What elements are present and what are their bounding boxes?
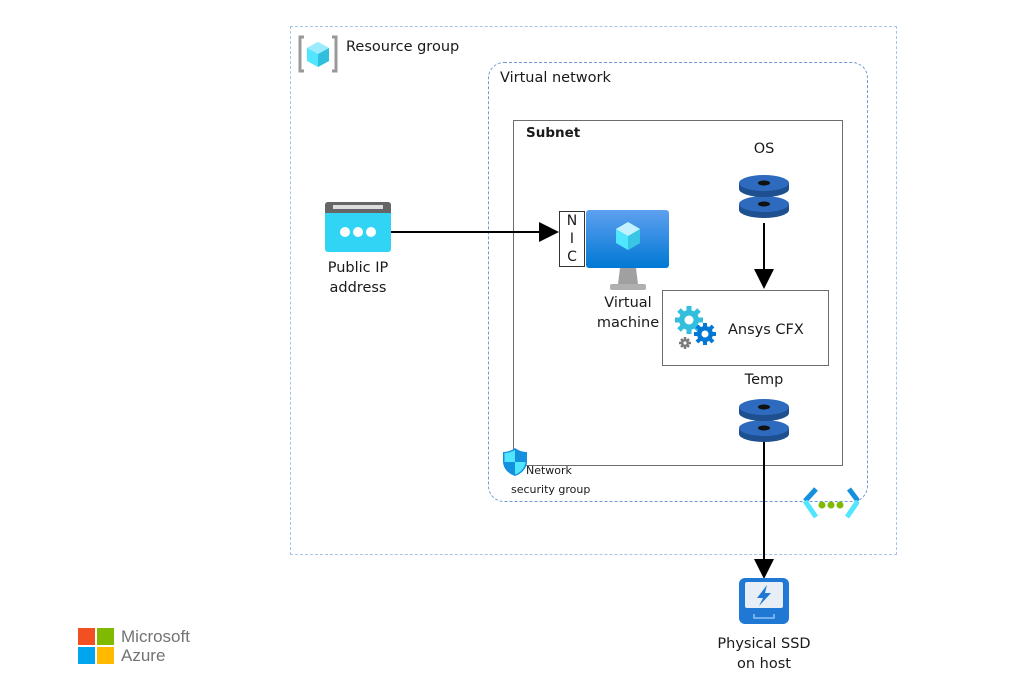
ansys-cfx-label: Ansys CFX — [728, 322, 804, 338]
branding-line1: Microsoft — [121, 627, 190, 646]
subnet-boundary — [513, 120, 843, 466]
virtual-network-label: Virtual network — [500, 70, 611, 86]
ssd-label-line1: Physical SSD — [717, 636, 811, 652]
shield-icon — [503, 448, 527, 476]
resource-group-label: Resource group — [346, 39, 460, 55]
os-disk-icon[interactable] — [737, 172, 791, 218]
microsoft-logo-icon — [78, 628, 114, 664]
virtual-machine-label: Virtual machine — [590, 293, 666, 333]
virtual-network-icon — [803, 487, 859, 519]
ssd-label: Physical SSD on host — [704, 634, 824, 674]
nsg-label-line1: Network — [526, 464, 572, 477]
branding-text: Microsoft Azure — [121, 627, 190, 665]
nic-letter: I — [569, 231, 575, 247]
nsg-label-line2: security group — [511, 483, 591, 496]
public-ip-label-line1: Public IP — [327, 260, 389, 276]
nic-letter: C — [567, 249, 577, 265]
gears-icon — [675, 306, 716, 349]
resource-group-boundary — [290, 26, 897, 555]
public-ip-label: Public IP address — [318, 258, 398, 298]
temp-disk-icon[interactable] — [737, 396, 791, 442]
nic-letter: N — [566, 213, 578, 229]
public-ip-icon[interactable] — [325, 202, 391, 252]
branding-line2: Azure — [121, 646, 166, 665]
virtual-machine-label-line2: machine — [596, 315, 660, 331]
ssd-label-line2: on host — [737, 656, 791, 672]
public-ip-label-line2: address — [329, 280, 387, 296]
subnet-label: Subnet — [526, 125, 581, 141]
resource-group-icon — [298, 35, 338, 73]
virtual-machine-label-line1: Virtual — [604, 295, 652, 311]
virtual-network-boundary — [488, 62, 868, 502]
os-disk-label: OS — [753, 141, 775, 157]
virtual-machine-icon[interactable] — [586, 210, 670, 294]
nic-box[interactable]: N I C — [559, 211, 585, 267]
ssd-icon[interactable] — [738, 577, 790, 625]
temp-disk-label: Temp — [744, 372, 784, 388]
